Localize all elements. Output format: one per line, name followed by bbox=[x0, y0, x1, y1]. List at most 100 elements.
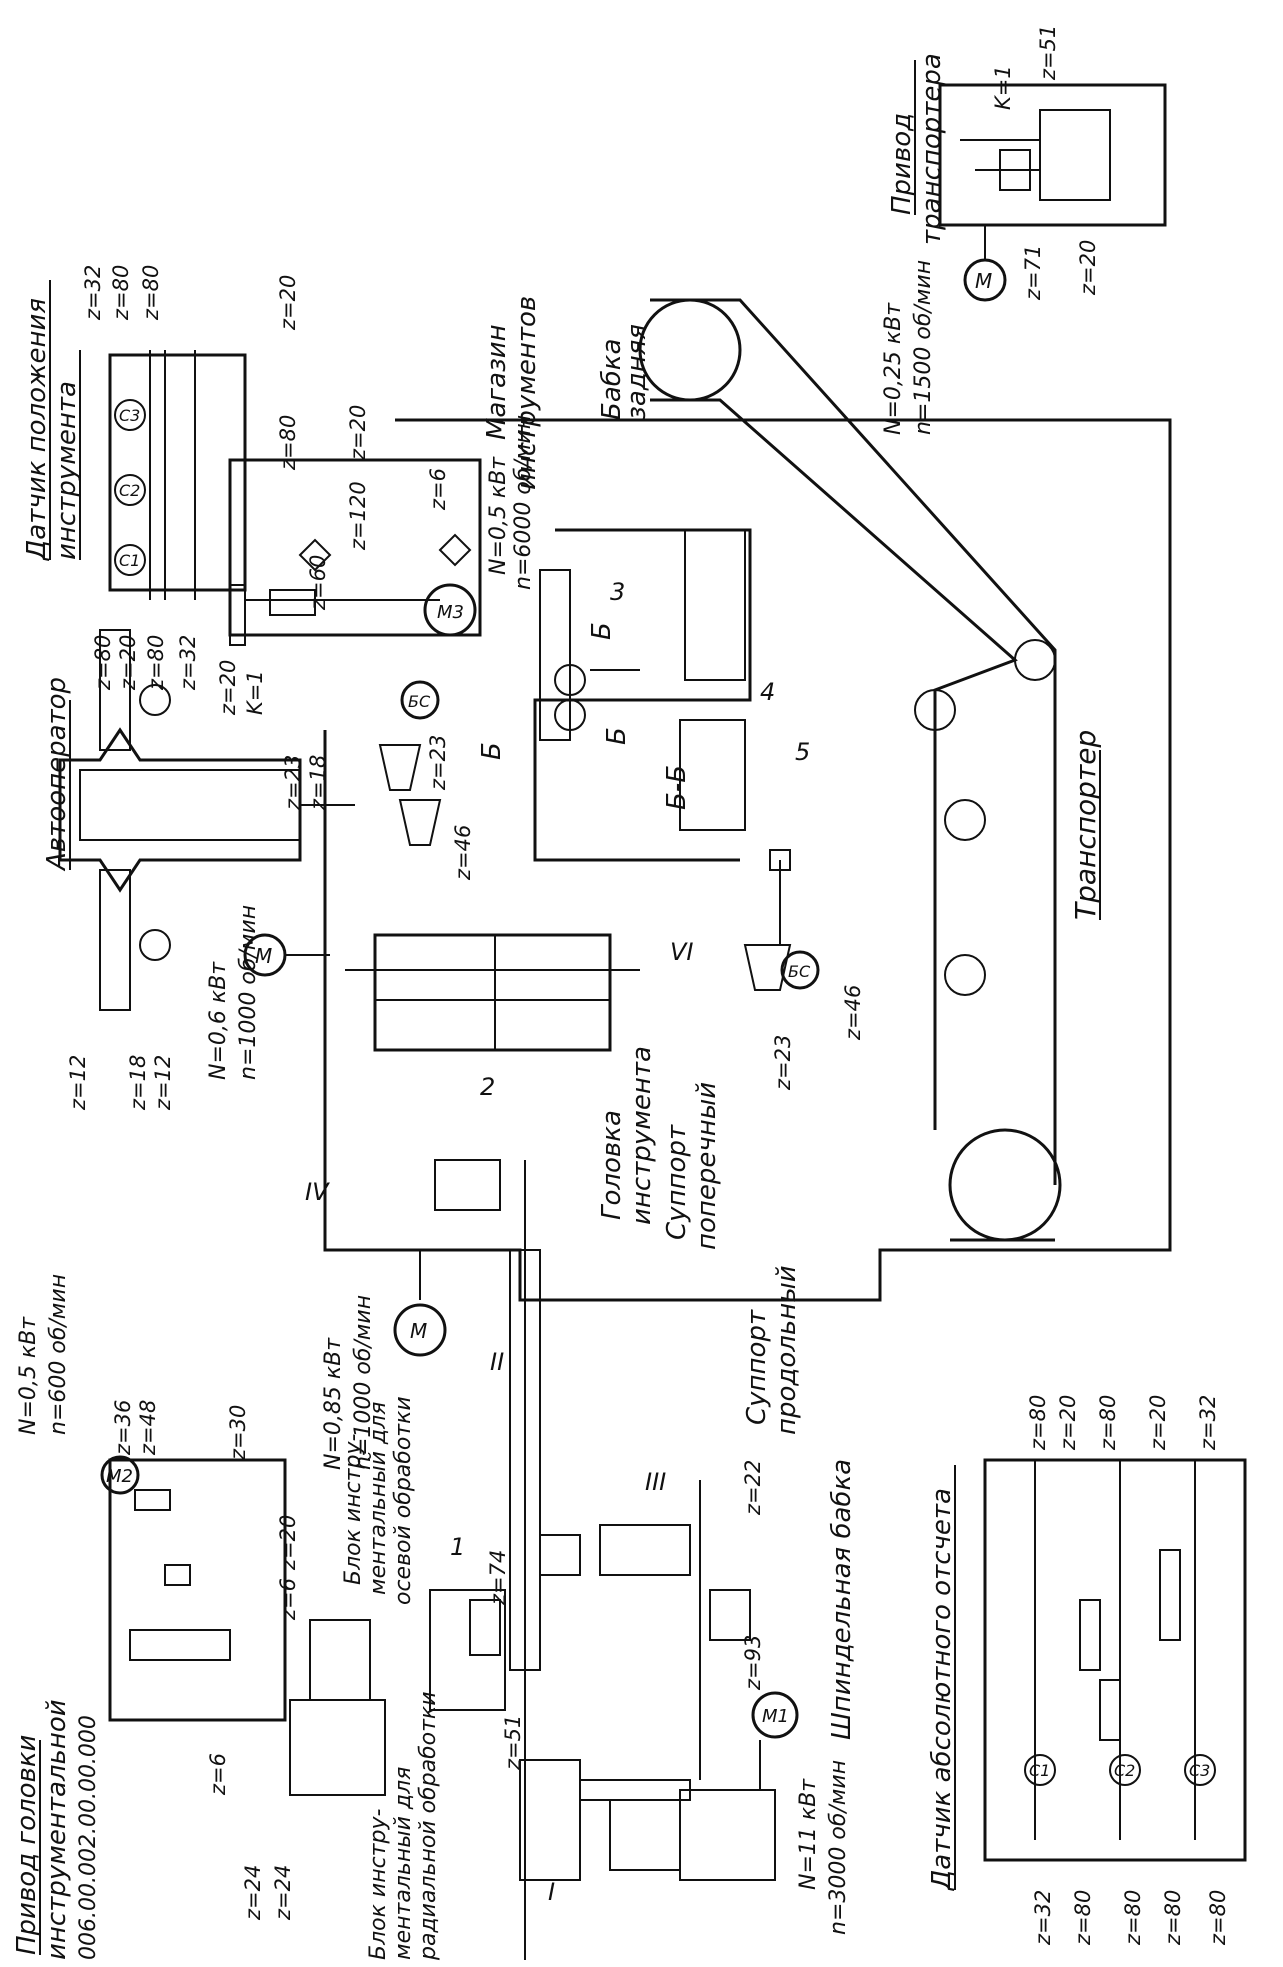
hd-z36: z=36 bbox=[111, 1400, 135, 1456]
sensor-c3-circle bbox=[114, 399, 146, 431]
magazine-power: N=0,5 кВт bbox=[486, 456, 511, 575]
transporter-belt-outer bbox=[650, 298, 1057, 1185]
abs-c3-circle bbox=[1184, 1754, 1216, 1786]
bc-motor-bottom bbox=[780, 950, 820, 990]
hd-z6-a: z=6 bbox=[276, 1578, 300, 1621]
ps-z80-a: z=80 bbox=[109, 265, 133, 321]
tool-magazine-title-2: инструментов bbox=[512, 296, 542, 490]
hd-z20: z=20 bbox=[276, 1515, 300, 1571]
ps-z80-g: z=80 bbox=[144, 635, 168, 691]
machine-bed bbox=[323, 418, 1172, 1302]
magazine-shaft-block bbox=[229, 584, 246, 646]
ao-z23: z=23 bbox=[281, 755, 305, 811]
tailstock-mechanism-4 bbox=[684, 529, 746, 681]
ps-z20-top: z=20 bbox=[276, 275, 300, 331]
head-drive-title-1: Привод головки bbox=[12, 1735, 42, 1955]
magazine-bevel-1 bbox=[298, 538, 332, 572]
abs-z80-5: z=80 bbox=[1161, 1890, 1185, 1946]
cross-slide-title-1: Суппорт bbox=[662, 1124, 692, 1240]
sensor-c1-circle bbox=[114, 544, 146, 576]
abs-z80-6: z=80 bbox=[1206, 1890, 1230, 1946]
tr-k1: K=1 bbox=[991, 65, 1015, 110]
ps-z32: z=32 bbox=[81, 265, 105, 321]
transporter-power: N=0,25 кВт bbox=[881, 302, 906, 435]
tool-2 bbox=[434, 1159, 501, 1211]
bv-z46-top: z=46 bbox=[451, 825, 475, 881]
autooperator-title: Автооператор bbox=[42, 677, 72, 872]
bv-z23-top: z=23 bbox=[426, 735, 450, 791]
magazine-worm bbox=[269, 589, 316, 616]
absolute-sensor-box bbox=[983, 1458, 1247, 1862]
radial-block-title-1: Блок инстру- bbox=[366, 1809, 391, 1960]
tr-z71: z=71 bbox=[1021, 245, 1045, 301]
tailstock-title-1: Бабка bbox=[597, 339, 627, 420]
c1-label: C1 bbox=[119, 551, 140, 570]
hd-z30: z=30 bbox=[226, 1405, 250, 1461]
m3-label: M3 bbox=[437, 602, 464, 623]
abs-c3-label: C3 bbox=[1189, 1761, 1210, 1780]
ps-z120: z=120 bbox=[346, 481, 370, 551]
m2-label: M2 bbox=[106, 1466, 133, 1487]
tailstock-roller-2 bbox=[554, 699, 586, 731]
tailstock-roller-1 bbox=[554, 664, 586, 696]
radial-tool-upper bbox=[309, 1619, 371, 1701]
head-gear-z30 bbox=[164, 1564, 191, 1586]
transporter-roller-4 bbox=[944, 954, 986, 996]
ao-z18-b: z=18 bbox=[126, 1055, 150, 1111]
head-drive-title-2: инструментальной bbox=[42, 1699, 72, 1960]
spindle-gearbox bbox=[679, 1789, 776, 1881]
number-3: 3 bbox=[610, 578, 625, 606]
magazine-speed: n=6000 об/мин bbox=[511, 415, 536, 590]
c2-label: C2 bbox=[119, 481, 140, 500]
autooperator-speed: n=1000 об/мин bbox=[236, 905, 261, 1080]
roman-ii: II bbox=[490, 1348, 504, 1376]
ao-z12-c: z=12 bbox=[151, 1055, 175, 1111]
bv-z46-bottom: z=46 bbox=[841, 985, 865, 1041]
bevel-z23-top bbox=[378, 744, 422, 791]
cross-motor-label: M bbox=[410, 1319, 427, 1343]
ps-z80-c: z=80 bbox=[276, 415, 300, 471]
radial-block-title-3: радиальной обработки bbox=[416, 1691, 441, 1961]
ls-z93: z=93 bbox=[741, 1635, 765, 1691]
hd-z6-b: z=6 bbox=[206, 1753, 230, 1796]
transporter-roller-3 bbox=[944, 799, 986, 841]
abs-z20-1: z=20 bbox=[1056, 1395, 1080, 1451]
bc-bottom-label: БС bbox=[788, 962, 811, 981]
transporter-belt-inner bbox=[650, 398, 1018, 1130]
abs-z80-4: z=80 bbox=[1121, 1890, 1145, 1946]
tool-magazine-title-1: Магазин bbox=[482, 324, 512, 440]
abs-gear-z80-a bbox=[1159, 1549, 1181, 1641]
autooperator-power: N=0,6 кВт bbox=[206, 961, 231, 1080]
abs-c1-label: C1 bbox=[1029, 1761, 1050, 1780]
transporter-gearbox bbox=[1039, 109, 1111, 201]
tool-head-title-2: инструмента bbox=[627, 1046, 657, 1225]
number-5: 5 bbox=[795, 738, 810, 766]
abs-c2-circle bbox=[1109, 1754, 1141, 1786]
roman-vi: VI bbox=[670, 938, 694, 966]
transporter-pulley-bottom bbox=[948, 1128, 1062, 1242]
tailstock-quill bbox=[539, 569, 571, 741]
tool-magazine-box bbox=[228, 458, 482, 637]
axial-block-title-3: осевой обработки bbox=[391, 1396, 416, 1605]
head-drive-box bbox=[108, 1458, 287, 1722]
position-sensor-title-2: инструмента bbox=[52, 381, 82, 560]
tool-head-box bbox=[373, 933, 612, 1052]
c3-label: C3 bbox=[119, 406, 140, 425]
abs-z32-b: z=32 bbox=[1031, 1890, 1055, 1946]
rack-block bbox=[599, 1524, 691, 1576]
abs-c1-circle bbox=[1024, 1754, 1056, 1786]
mag-z60: z=60 bbox=[306, 555, 330, 611]
hd-z24-a: z=24 bbox=[241, 1865, 265, 1921]
hd-z24-b: z=24 bbox=[271, 1865, 295, 1921]
transporter-roller-1 bbox=[1014, 639, 1056, 681]
tailstock-title-2: задняя bbox=[622, 324, 652, 420]
roman-iv: IV bbox=[305, 1178, 330, 1206]
ao-z12-a: z=12 bbox=[66, 1055, 90, 1111]
axial-block-title-2: ментальный для bbox=[366, 1402, 391, 1595]
roman-i: I bbox=[548, 1878, 555, 1906]
position-sensor-box bbox=[108, 353, 247, 592]
lower-carriage bbox=[579, 1779, 691, 1801]
axial-tool-block bbox=[429, 1589, 506, 1711]
